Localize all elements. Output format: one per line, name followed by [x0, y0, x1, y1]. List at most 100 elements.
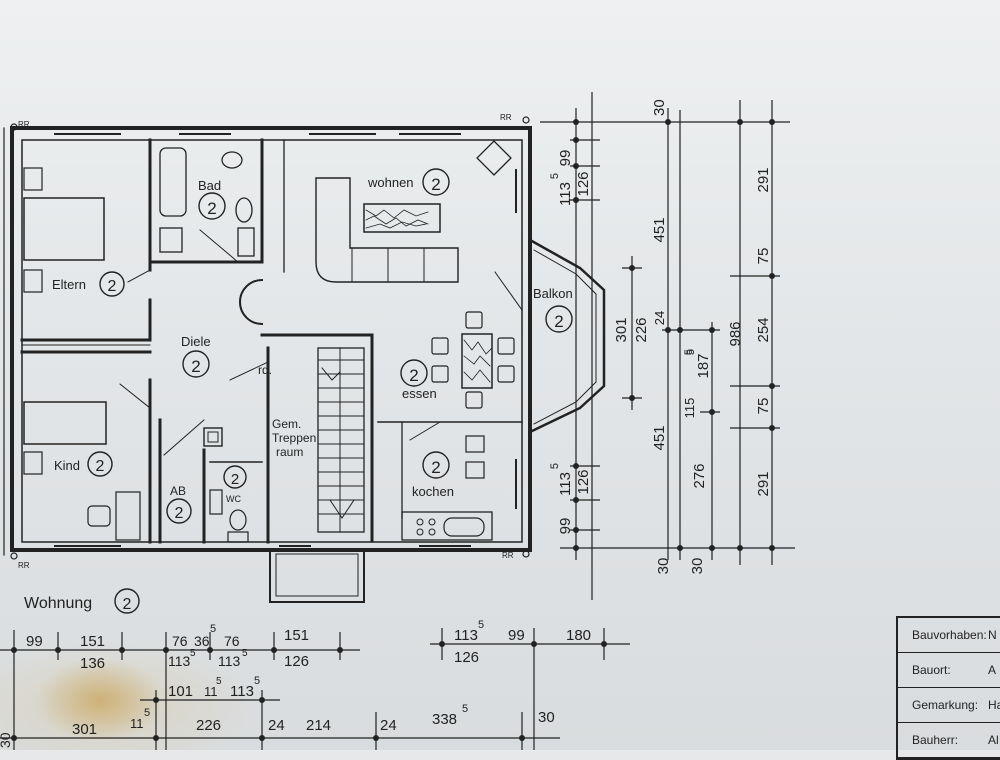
dim-label: 291: [755, 167, 772, 192]
title-row-gemarkung: Gemarkung: Ha: [898, 688, 1000, 723]
dim-label: 451: [651, 425, 668, 450]
room-name-bad: Bad: [198, 178, 221, 193]
room-name-kind: Kind: [54, 458, 80, 473]
dim-label: 5: [549, 463, 561, 469]
room-name-wohnen: wohnen: [367, 175, 414, 190]
title-row-bauort: Bauort: A: [898, 653, 1000, 688]
title-block: Bauvorhaben: N Bauort: A Gemarkung: Ha B…: [896, 616, 1000, 760]
dim-label: 113: [454, 627, 478, 644]
dim-label: 5: [210, 623, 216, 635]
dim-label: 24: [268, 717, 285, 734]
dim-label: 75: [755, 398, 772, 415]
room-name-ab: AB: [170, 484, 186, 498]
room-name-essen: essen: [402, 386, 437, 401]
title-label: Gemarkung:: [912, 698, 979, 712]
dim-label: 276: [691, 463, 708, 488]
apartment-number: 2: [123, 596, 132, 613]
dim-label: 126: [575, 469, 592, 494]
room-name-eltern: Eltern: [52, 277, 86, 292]
dim-label: 187: [695, 353, 712, 378]
dim-label: 226: [633, 317, 650, 342]
dim-label: 226: [196, 717, 221, 734]
title-value: Ha: [988, 698, 1000, 712]
dim-label: 254: [755, 317, 772, 342]
dim-label: 151: [80, 633, 105, 650]
dim-label: 30: [538, 709, 555, 726]
dim-label: 126: [575, 171, 592, 196]
stair-label-line3: raum: [276, 445, 303, 459]
dim-label: 99: [508, 627, 525, 644]
apartment-label: Wohnung: [24, 595, 92, 612]
dim-label: 126: [454, 649, 479, 666]
dim-label: 113: [557, 182, 574, 206]
dim-label: 11: [204, 684, 218, 699]
stair-label-line1: Gem.: [272, 417, 301, 431]
dim-label: 99: [557, 518, 574, 535]
dim-label: 113: [218, 653, 241, 669]
title-label: Bauort:: [912, 663, 951, 677]
title-value: N: [988, 628, 997, 642]
rr-mark: RR: [500, 113, 512, 122]
dim-label: 101: [168, 683, 193, 700]
dim-label: 5: [549, 173, 561, 179]
room-number-diele: 2: [191, 357, 200, 376]
dim-label: 180: [566, 627, 591, 644]
room-name-wc: WC: [226, 494, 241, 504]
dim-label: 76: [172, 633, 188, 649]
dim-label: 113: [168, 653, 191, 669]
dim-label: 338: [432, 711, 457, 728]
dim-label: 30: [651, 99, 668, 116]
rr-mark: RR: [18, 561, 30, 570]
rr-mark: RR: [18, 120, 30, 129]
dim-label: 36: [194, 633, 210, 649]
dim-label: 30: [0, 732, 13, 748]
room-number-eltern: 2: [108, 278, 117, 295]
title-value: Al: [988, 733, 999, 747]
room-number-bad: 2: [207, 199, 216, 218]
title-row-bauvorhaben: Bauvorhaben: N: [898, 618, 1000, 653]
dim-label: 30: [689, 558, 706, 575]
dim-label: 986: [727, 321, 744, 346]
room-name-diele: Diele: [181, 334, 211, 349]
dim-label: 24: [380, 717, 397, 734]
dim-label: 11: [130, 716, 144, 731]
room-number-ab: 2: [175, 505, 184, 522]
dim-label: 301: [613, 317, 630, 342]
title-label: Bauherr:: [912, 733, 959, 747]
rd-label: rd.: [258, 363, 272, 377]
room-number-balkon: 2: [554, 312, 563, 331]
dim-label: 214: [306, 717, 331, 734]
dim-label: 5: [242, 648, 248, 659]
dim-label: 30: [655, 558, 672, 575]
dim-label: 5: [683, 349, 695, 355]
dim-label: 451: [651, 217, 668, 242]
dim-label: 24: [652, 311, 667, 325]
title-value: A: [988, 663, 997, 677]
room-number-wc: 2: [231, 471, 239, 488]
title-row-bauherr: Bauherr: Al: [898, 723, 1000, 758]
room-number-kind: 2: [96, 458, 105, 475]
dim-label: 291: [755, 471, 772, 496]
dim-label: 126: [284, 653, 309, 670]
dim-label: 5: [216, 676, 222, 687]
dim-label: 5: [685, 349, 697, 355]
dim-label: 5: [462, 703, 468, 715]
room-name-balkon: Balkon: [533, 286, 573, 301]
dim-label: 99: [557, 150, 574, 167]
dim-label: 113: [230, 683, 254, 700]
dim-label: 301: [72, 721, 97, 738]
room-number-essen: 2: [409, 366, 418, 385]
room-number-kochen: 2: [431, 458, 440, 477]
dim-label: 5: [144, 707, 150, 719]
dim-label: 99: [26, 633, 43, 650]
room-number-wohnen: 2: [431, 175, 440, 194]
rr-mark: RR: [502, 551, 514, 560]
stair-label-line2: Treppen: [272, 431, 316, 445]
dim-label: 136: [80, 655, 105, 672]
dim-label: 76: [224, 633, 240, 649]
dim-label: 5: [478, 619, 484, 631]
title-label: Bauvorhaben:: [912, 628, 987, 642]
dim-label: 113: [557, 472, 574, 496]
